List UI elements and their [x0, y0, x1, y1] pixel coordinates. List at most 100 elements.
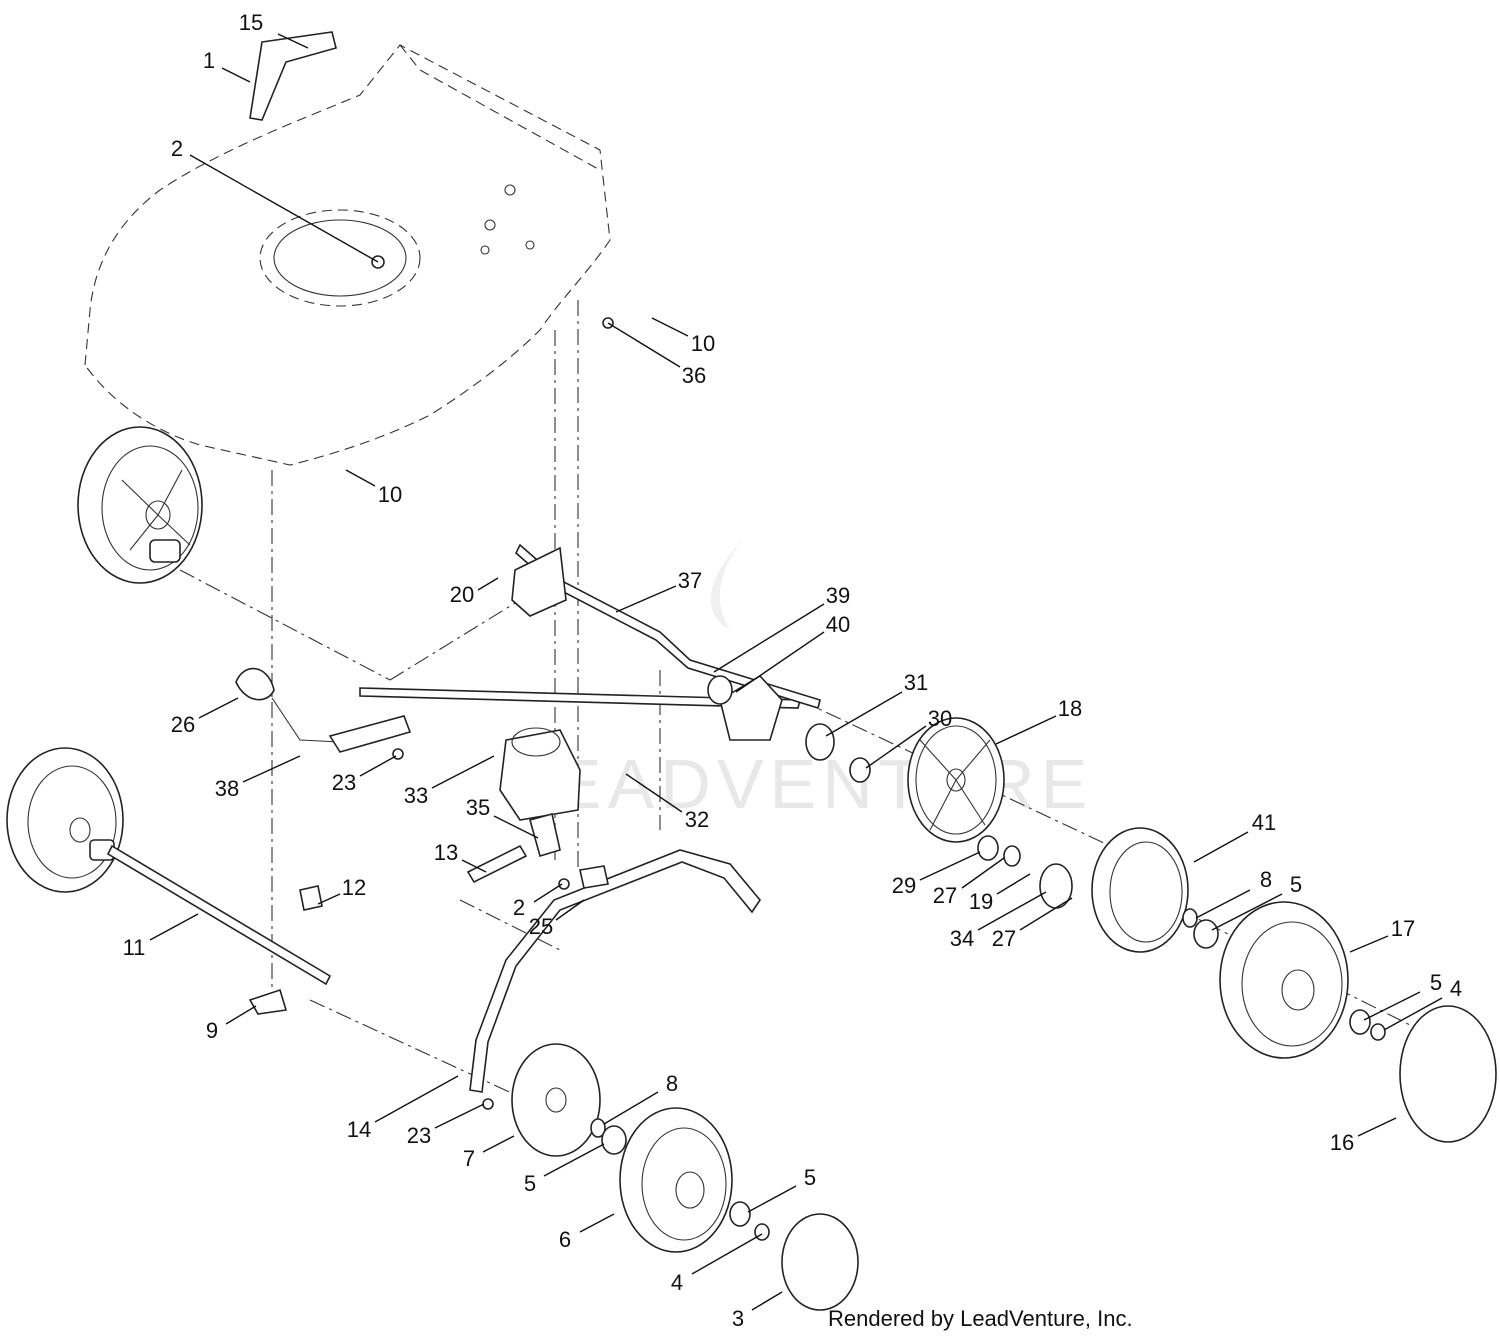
callout-c16: 16 — [1330, 1117, 1397, 1155]
leader-line — [198, 697, 239, 719]
callout-number: 8 — [1260, 867, 1272, 892]
callout-c23b: 23 — [407, 1103, 485, 1148]
leader-line — [996, 873, 1031, 895]
callout-number: 9 — [206, 1018, 218, 1043]
callout-c37: 37 — [615, 568, 702, 613]
callout-c20: 20 — [450, 577, 499, 607]
callout-number: 14 — [347, 1117, 371, 1142]
leader-line — [579, 1213, 615, 1233]
callout-number: 11 — [123, 935, 146, 960]
leader-line — [317, 893, 341, 905]
callout-c15a: 15 — [239, 10, 309, 49]
callout-c5c: 5 — [524, 1143, 605, 1196]
callout-number: 25 — [529, 914, 553, 939]
leader-line — [533, 883, 563, 903]
callout-number: 5 — [524, 1171, 536, 1196]
hub-plate-7 — [511, 1043, 601, 1157]
callout-number: 27 — [933, 883, 957, 908]
callout-number: 33 — [404, 783, 428, 808]
leader-line — [1211, 893, 1283, 931]
callout-c26: 26 — [171, 697, 239, 737]
leader-line — [431, 755, 495, 789]
leader-line — [543, 1143, 605, 1177]
callout-number: 17 — [1391, 916, 1415, 941]
callout-c23a: 23 — [332, 755, 397, 795]
callout-c41: 41 — [1193, 810, 1276, 863]
leader-line — [615, 585, 677, 613]
callout-number: 5 — [1290, 872, 1302, 897]
callout-c8b: 8 — [603, 1071, 678, 1125]
callout-c33: 33 — [404, 755, 495, 808]
wheel-6 — [619, 1107, 733, 1253]
leader-line — [713, 603, 825, 673]
callout-c5b: 5 — [1363, 970, 1442, 1021]
callout-number: 35 — [466, 795, 490, 820]
callout-c18: 18 — [995, 696, 1082, 745]
leader-line — [149, 913, 199, 941]
callout-c8a: 8 — [1195, 867, 1272, 919]
leader-line — [493, 815, 539, 839]
callout-number: 37 — [678, 568, 702, 593]
callout-number: 40 — [826, 612, 850, 637]
brackets — [235, 31, 783, 1015]
leader-line — [603, 1091, 659, 1125]
leader-line — [751, 1291, 783, 1311]
leader-line — [735, 631, 825, 693]
callout-number: 39 — [826, 583, 850, 608]
leader-line — [625, 773, 683, 813]
lever-14 — [469, 849, 761, 1093]
leader-line — [359, 755, 397, 777]
callout-c31: 31 — [825, 670, 928, 737]
front-left-wheel — [6, 747, 124, 893]
callout-c32: 32 — [625, 773, 709, 832]
leader-line — [477, 577, 499, 591]
leader-line — [374, 1075, 459, 1123]
callout-number: 19 — [969, 889, 993, 914]
callout-c17: 17 — [1349, 916, 1415, 953]
callout-c9: 9 — [206, 1005, 257, 1043]
leader-line — [345, 469, 376, 487]
rear-left-wheel — [77, 426, 203, 584]
leader-line — [221, 67, 251, 83]
callout-c34: 34 — [950, 891, 1047, 951]
callout-number: 23 — [332, 770, 356, 795]
leader-line — [461, 859, 487, 873]
leader-line — [691, 1233, 763, 1275]
callout-number: 2 — [171, 136, 183, 161]
callout-c2b: 2 — [513, 883, 563, 920]
callout-c14: 14 — [347, 1075, 459, 1142]
wheel-cover-3 — [781, 1213, 859, 1311]
callout-c35: 35 — [466, 795, 539, 839]
callout-c4a: 4 — [1383, 976, 1462, 1031]
callout-c13: 13 — [434, 840, 487, 873]
gear-ring-41 — [1091, 827, 1189, 953]
leader-line — [242, 755, 301, 783]
callout-c1: 1 — [203, 48, 251, 83]
callout-c7: 7 — [463, 1135, 515, 1171]
callout-number: 6 — [559, 1227, 571, 1252]
callout-c38: 38 — [215, 755, 301, 801]
transmission-33 — [499, 727, 581, 821]
callout-c3: 3 — [732, 1291, 783, 1331]
callout-c29: 29 — [892, 851, 981, 898]
callout-c10a: 10 — [651, 317, 715, 356]
callout-number: 4 — [671, 1270, 683, 1295]
callout-number: 36 — [682, 363, 706, 388]
callout-c39: 39 — [713, 583, 850, 673]
callout-c30: 30 — [865, 706, 952, 769]
callout-c27a: 27 — [933, 857, 1005, 908]
callout-number: 13 — [434, 840, 458, 865]
leader-line — [607, 322, 681, 368]
callout-number: 32 — [685, 807, 709, 832]
leader-line — [995, 715, 1057, 745]
callout-number: 8 — [666, 1071, 678, 1096]
callout-number: 3 — [732, 1306, 744, 1331]
leader-line — [189, 154, 379, 263]
leader-line — [865, 725, 927, 769]
callout-c40: 40 — [735, 612, 850, 693]
callout-number: 34 — [950, 926, 974, 951]
callout-c4b: 4 — [671, 1233, 763, 1295]
drive-wheel-18 — [907, 717, 1005, 843]
leader-line — [482, 1135, 515, 1153]
